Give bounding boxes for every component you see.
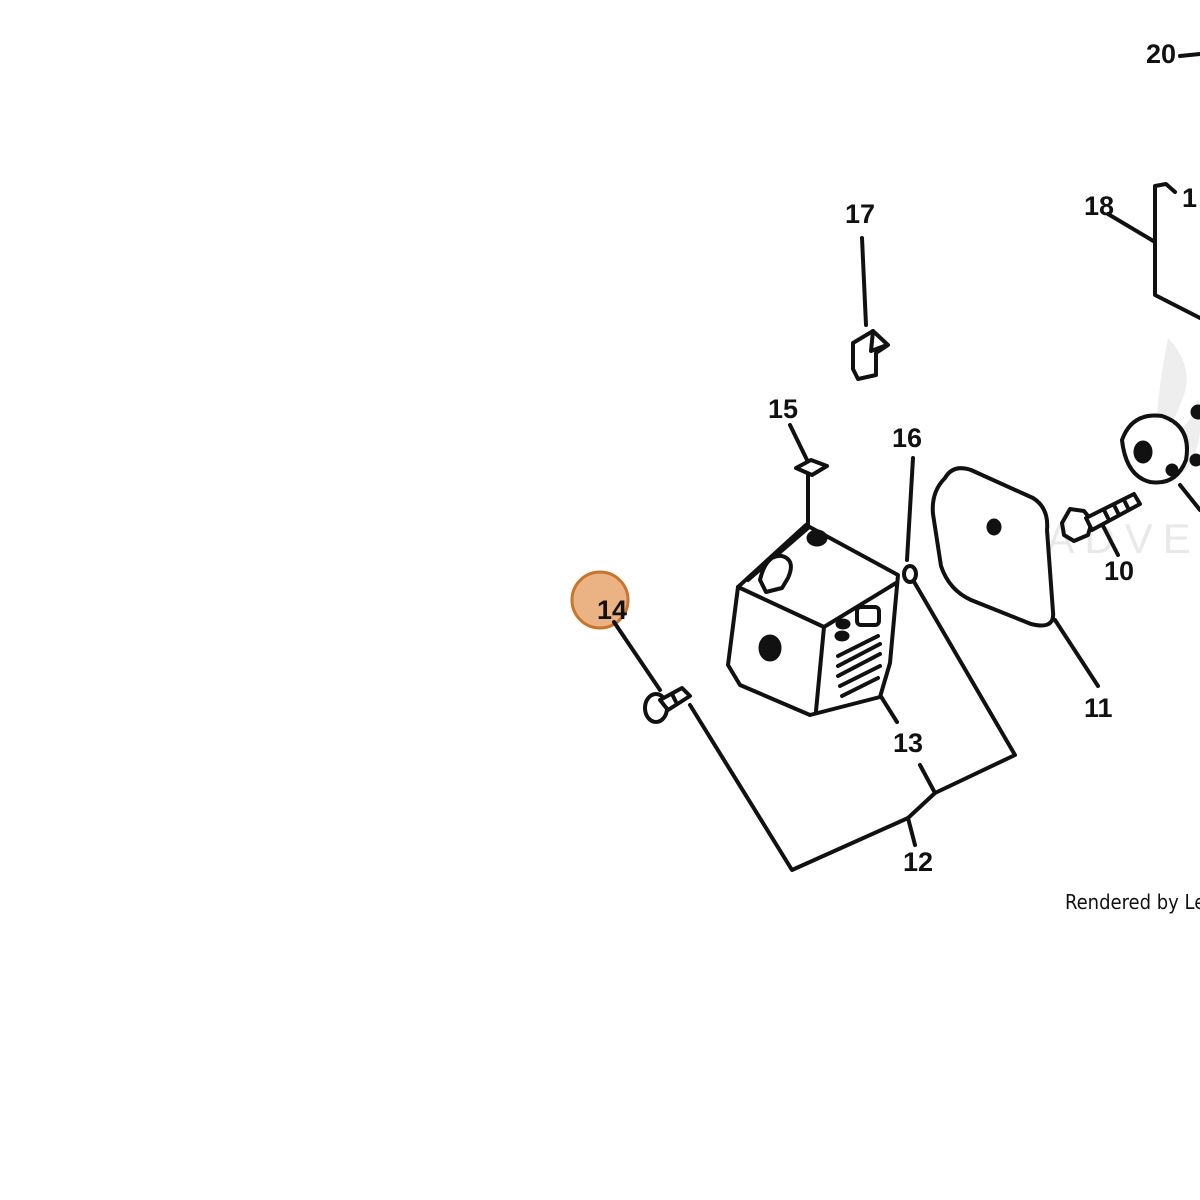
highlight-marker[interactable] <box>570 570 630 630</box>
part-16-washer <box>902 564 918 584</box>
label-12: 12 <box>903 847 933 877</box>
label-18: 18 <box>1084 191 1114 221</box>
label-20: 20 <box>1146 39 1176 69</box>
credit-text: Rendered by Lea <box>1065 890 1200 914</box>
callout-labels: 10 11 12 13 14 15 16 17 18 1 20 <box>597 39 1197 877</box>
label-11: 11 <box>1084 693 1113 723</box>
label-14: 14 <box>597 595 627 625</box>
label-16: 16 <box>892 423 922 453</box>
label-19-partial: 1 <box>1182 183 1197 213</box>
part-17-clip <box>851 329 890 381</box>
part-14-bolt <box>643 686 692 724</box>
part-11-gasket <box>930 466 1056 628</box>
part-13-muffler <box>726 523 900 717</box>
part-10-screw <box>1060 492 1142 543</box>
part-15-plate <box>794 458 829 477</box>
label-15: 15 <box>768 394 798 424</box>
label-17: 17 <box>845 199 875 229</box>
label-10: 10 <box>1104 556 1134 586</box>
label-13: 13 <box>893 728 923 758</box>
partial-parts-right <box>1120 404 1200 512</box>
